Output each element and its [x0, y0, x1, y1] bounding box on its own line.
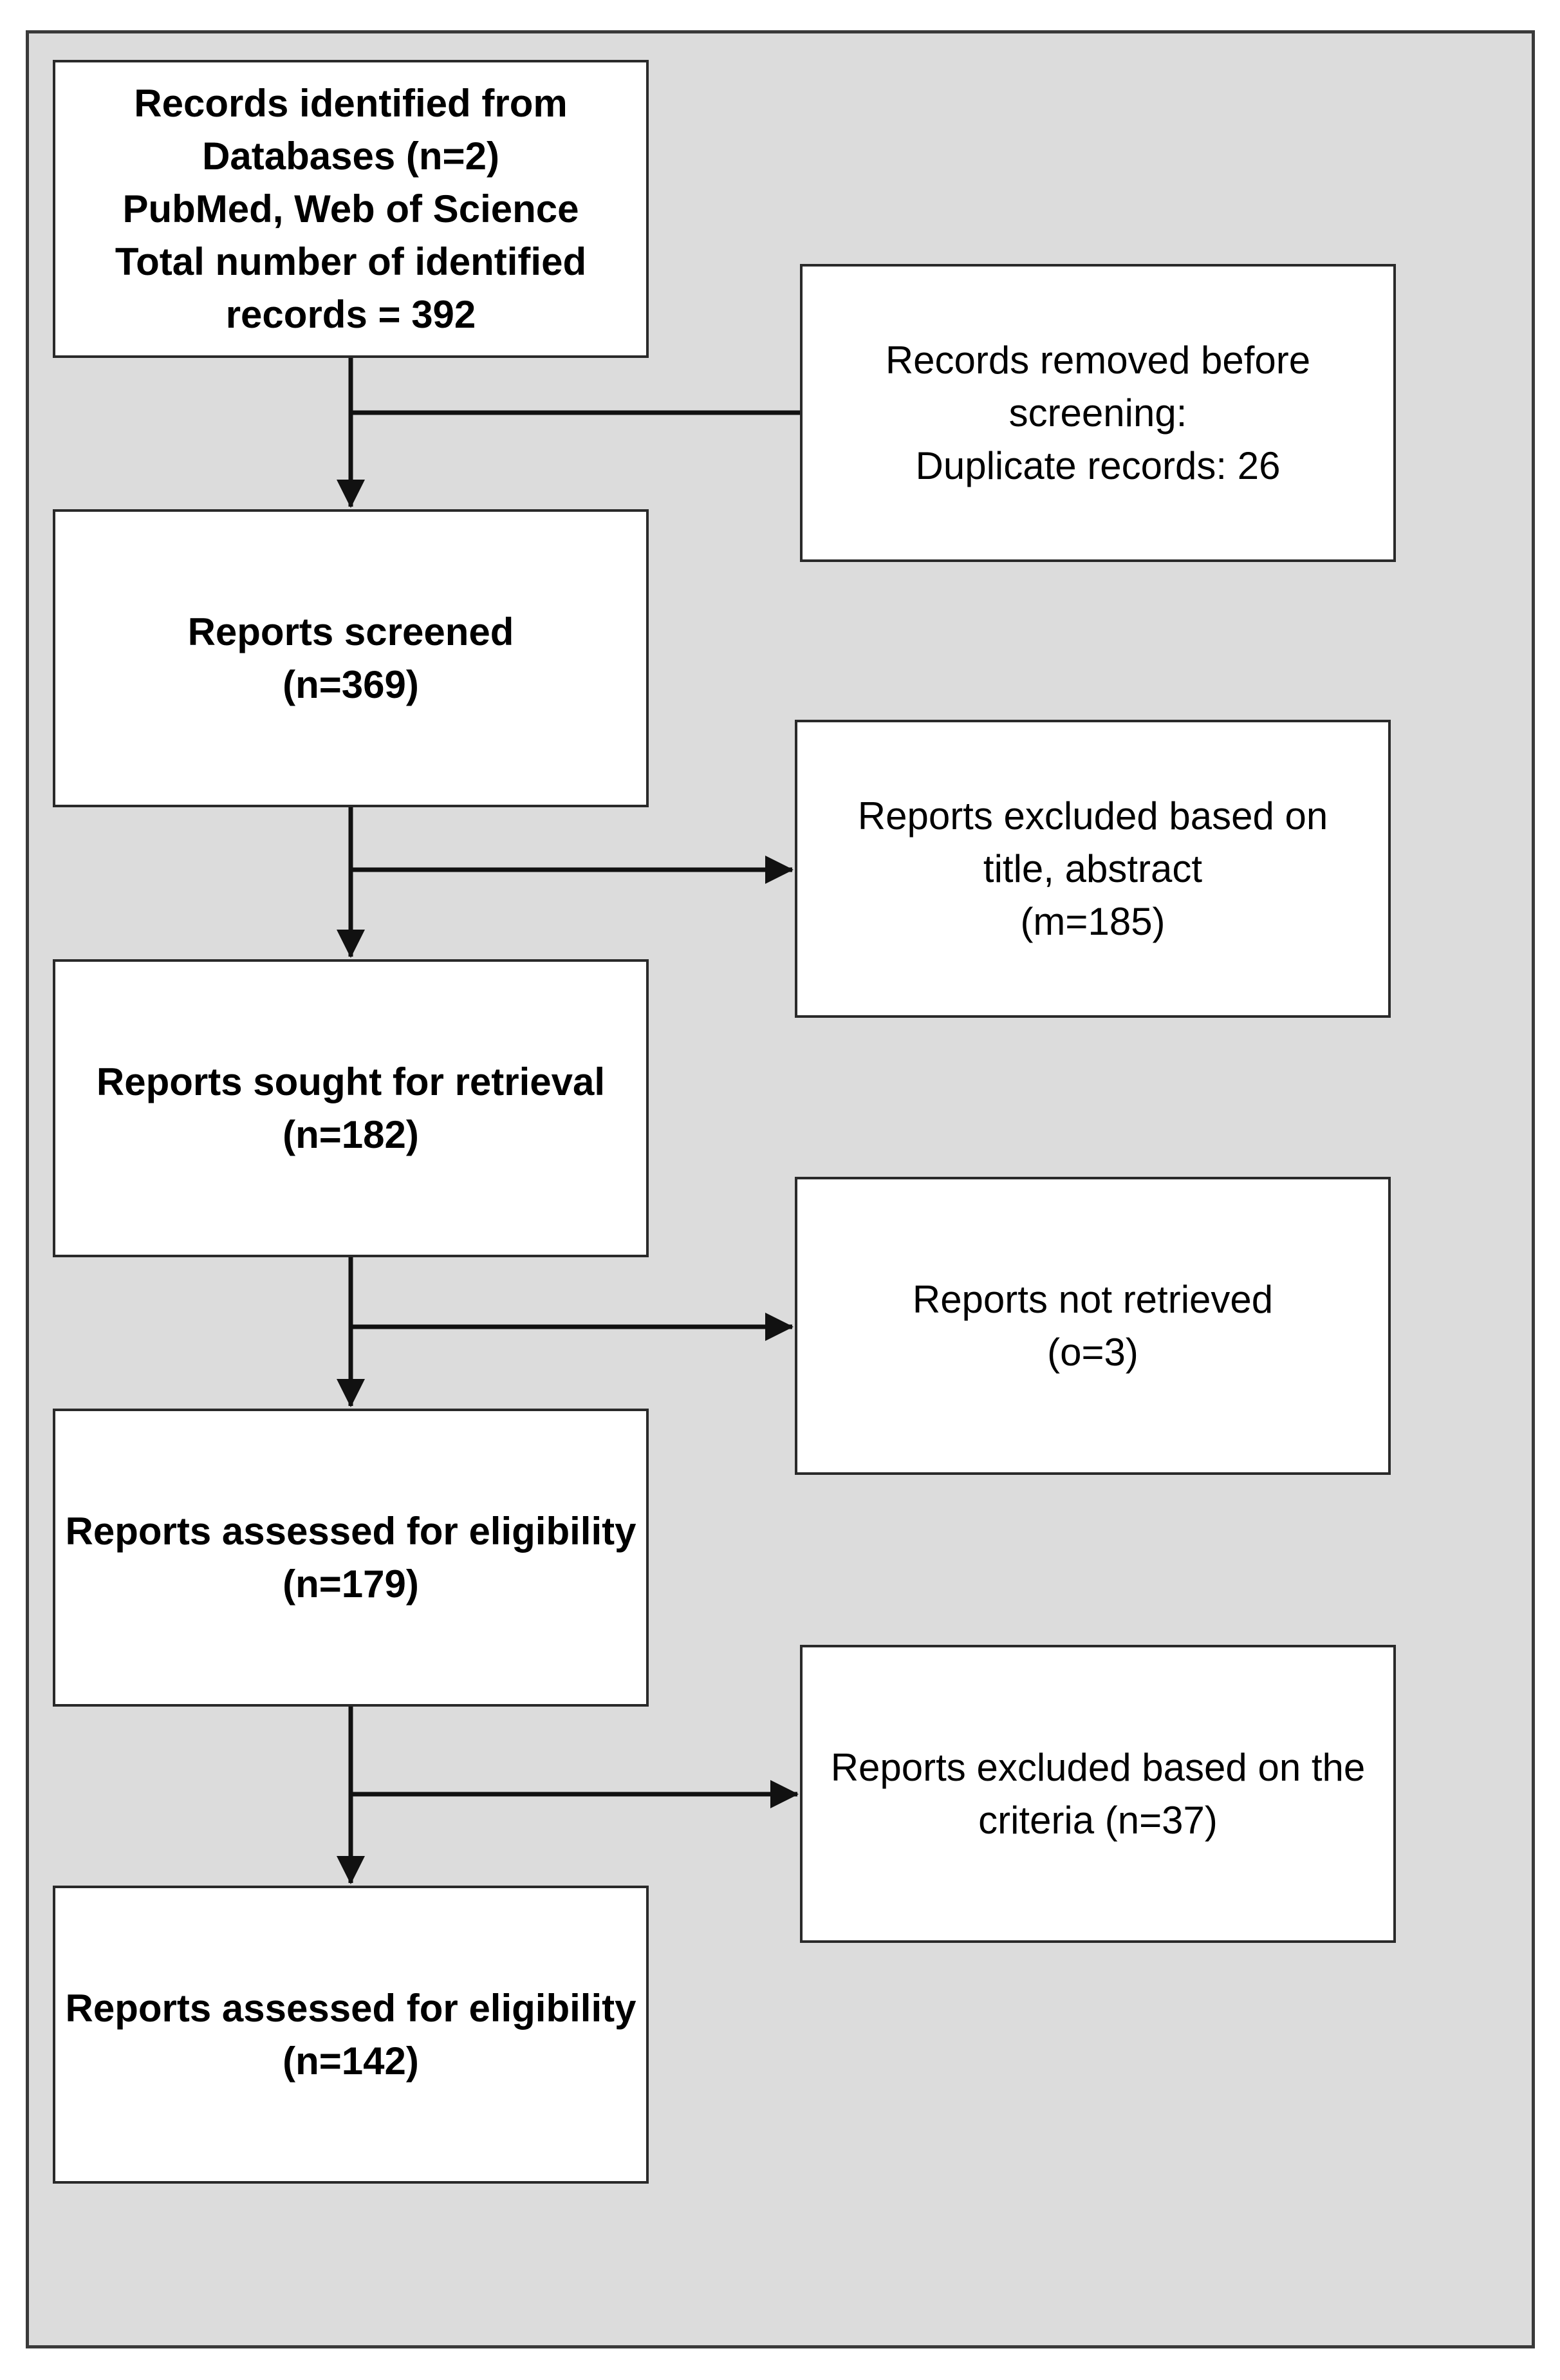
box-line: Records identified from	[134, 81, 568, 125]
box-line: (n=179)	[283, 1562, 419, 1606]
reports-included-box: Reports assessed for eligibility (n=142)	[53, 1886, 649, 2184]
box-line: Reports excluded based on	[857, 794, 1328, 838]
box-line: Reports not retrieved	[912, 1277, 1274, 1321]
box-line: Reports excluded based on the	[830, 1745, 1366, 1789]
reports-screened-box: Reports screened (n=369)	[53, 509, 649, 807]
reports-excluded-criteria-box: Reports excluded based on the criteria (…	[800, 1645, 1396, 1943]
box-line: (n=142)	[283, 2039, 419, 2083]
box-line: Records removed before	[885, 338, 1311, 382]
box-line: Reports assessed for eligibility	[65, 1509, 636, 1553]
reports-not-retrieved-box: Reports not retrieved (o=3)	[795, 1177, 1391, 1475]
box-line: Total number of identified	[115, 239, 587, 283]
box-line: Reports sought for retrieval	[96, 1060, 606, 1103]
box-line: Reports assessed for eligibility	[65, 1986, 636, 2030]
box-line: (o=3)	[1047, 1330, 1138, 1374]
reports-assessed-box: Reports assessed for eligibility (n=179)	[53, 1409, 649, 1707]
box-line: title, abstract	[983, 847, 1203, 890]
reports-excluded-title-box: Reports excluded based on title, abstrac…	[795, 720, 1391, 1018]
box-line: Reports screened	[187, 610, 514, 653]
records-identified-box: Records identified from Databases (n=2) …	[53, 60, 649, 358]
box-line: criteria (n=37)	[978, 1798, 1218, 1842]
box-line: records = 392	[225, 292, 476, 336]
box-line: Duplicate records: 26	[915, 444, 1281, 487]
box-line: Databases (n=2)	[202, 134, 499, 178]
records-removed-box: Records removed before screening: Duplic…	[800, 264, 1396, 562]
box-line: (n=182)	[283, 1112, 419, 1156]
box-line: screening:	[1008, 391, 1187, 435]
reports-sought-box: Reports sought for retrieval (n=182)	[53, 959, 649, 1257]
box-line: (n=369)	[283, 662, 419, 706]
box-line: (m=185)	[1020, 899, 1165, 943]
box-line: PubMed, Web of Science	[122, 187, 579, 230]
